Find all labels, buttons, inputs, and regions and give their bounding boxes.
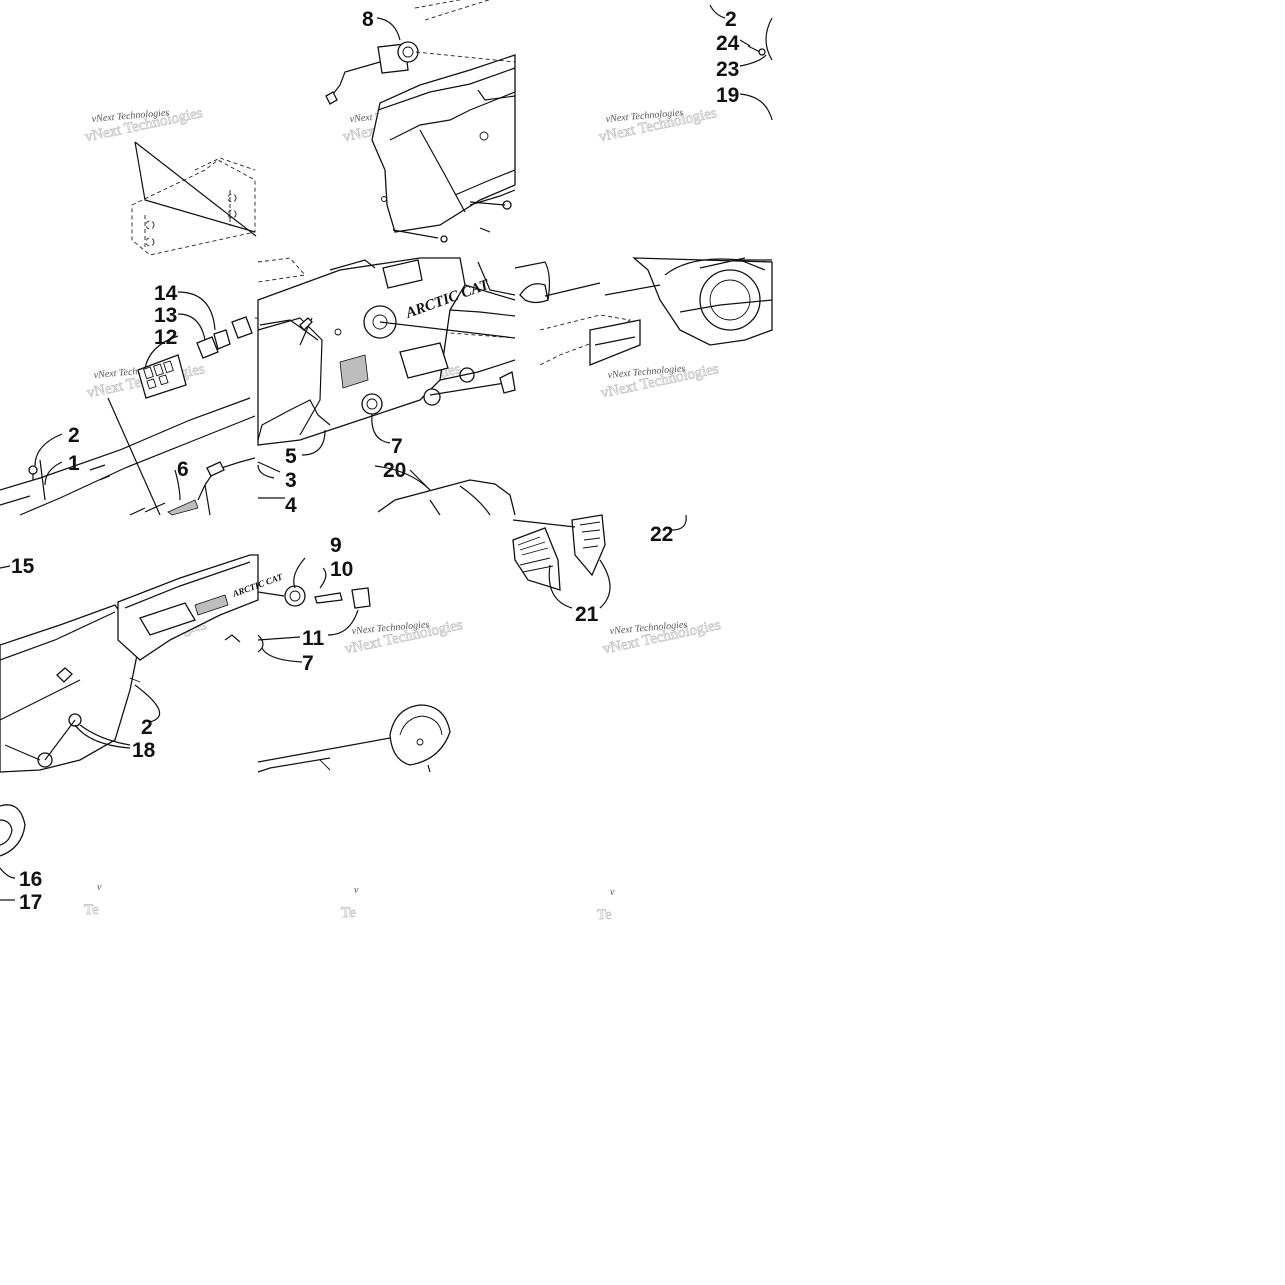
leader-18	[74, 724, 131, 749]
callout-15: 15	[11, 555, 35, 578]
speedometer	[257, 704, 451, 773]
watermark-text: v	[97, 882, 102, 893]
mounting-bracket	[131, 141, 257, 256]
front-hood	[0, 604, 141, 773]
callout-2: 2	[725, 8, 737, 31]
callout-18: 18	[132, 739, 156, 762]
lower-body-left	[0, 397, 256, 516]
watermark-partial: v Te v Te v Te	[84, 882, 615, 923]
callout-10: 10	[330, 558, 353, 581]
watermark: vNext Technologies vNext Technologies	[597, 105, 719, 146]
callout-20: 20	[383, 459, 406, 482]
callout-9: 9	[330, 534, 342, 557]
switch-cap-13	[196, 329, 231, 359]
callout-4: 4	[285, 494, 297, 517]
callout-17: 17	[19, 891, 42, 914]
callout-13: 13	[154, 304, 177, 327]
callout-7: 7	[302, 652, 314, 675]
watermark: vNext Technologies vNext Technologies	[599, 361, 721, 402]
upper-console	[371, 0, 516, 243]
callout-19: 19	[716, 84, 739, 107]
callout-6: 6	[177, 458, 189, 481]
callout-11: 11	[302, 627, 325, 650]
watermark-outline: Te	[597, 907, 612, 923]
main-dash-panel	[257, 257, 516, 499]
callout-22: 22	[650, 523, 673, 546]
watermark: vNext Technologies vNext Technologies	[343, 617, 465, 658]
headlight-lens	[747, 17, 773, 121]
callout-8: 8	[362, 8, 374, 31]
switch-bank-12	[137, 354, 187, 399]
watermark: vNext Technologies vNext Technologies	[601, 617, 723, 658]
callout-2: 2	[141, 716, 153, 739]
wiring-harness-5	[257, 317, 331, 441]
callout-7: 7	[391, 435, 403, 458]
callout-5: 5	[285, 445, 297, 468]
side-shroud	[514, 257, 773, 366]
callouts: 8 2 24 23 19 14 13 12 2 1 6 5 7 3 4 20 2…	[11, 8, 740, 914]
hood-20	[377, 479, 516, 516]
leader-lines	[0, 4, 769, 663]
dash-bezel-15	[117, 554, 259, 661]
callout-14: 14	[154, 282, 178, 305]
key-switch	[257, 557, 371, 653]
callout-24: 24	[716, 32, 740, 55]
callout-21: 21	[575, 603, 599, 626]
callout-3: 3	[285, 469, 297, 492]
callout-2: 2	[68, 424, 80, 447]
callout-12: 12	[154, 326, 177, 349]
watermark-outline: Te	[341, 905, 356, 921]
callout-1: 1	[68, 452, 80, 475]
watermark-text: v	[610, 887, 615, 898]
seat-piece	[0, 804, 26, 901]
watermark-text: v	[354, 885, 359, 896]
watermark: vNext Technologies vNext Technologies	[83, 105, 205, 146]
switch-8	[325, 41, 516, 105]
callout-16: 16	[19, 868, 42, 891]
decal-21	[512, 514, 611, 609]
switch-cap-14	[231, 316, 253, 339]
callout-23: 23	[716, 58, 739, 81]
leader-2c	[134, 684, 161, 723]
leader-22	[671, 514, 687, 531]
watermark-outline: Te	[84, 902, 99, 918]
